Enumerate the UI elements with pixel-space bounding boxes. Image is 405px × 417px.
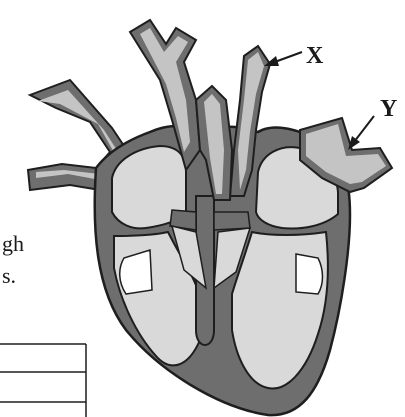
right-valve (296, 254, 323, 294)
label-x: X (306, 43, 324, 69)
text-fragment-line2: s. (2, 263, 16, 288)
arrow-x (264, 52, 302, 66)
label-y: Y (380, 96, 397, 122)
text-fragment-line1: gh (2, 231, 24, 256)
arrow-y (348, 116, 374, 150)
answer-table (0, 344, 86, 417)
